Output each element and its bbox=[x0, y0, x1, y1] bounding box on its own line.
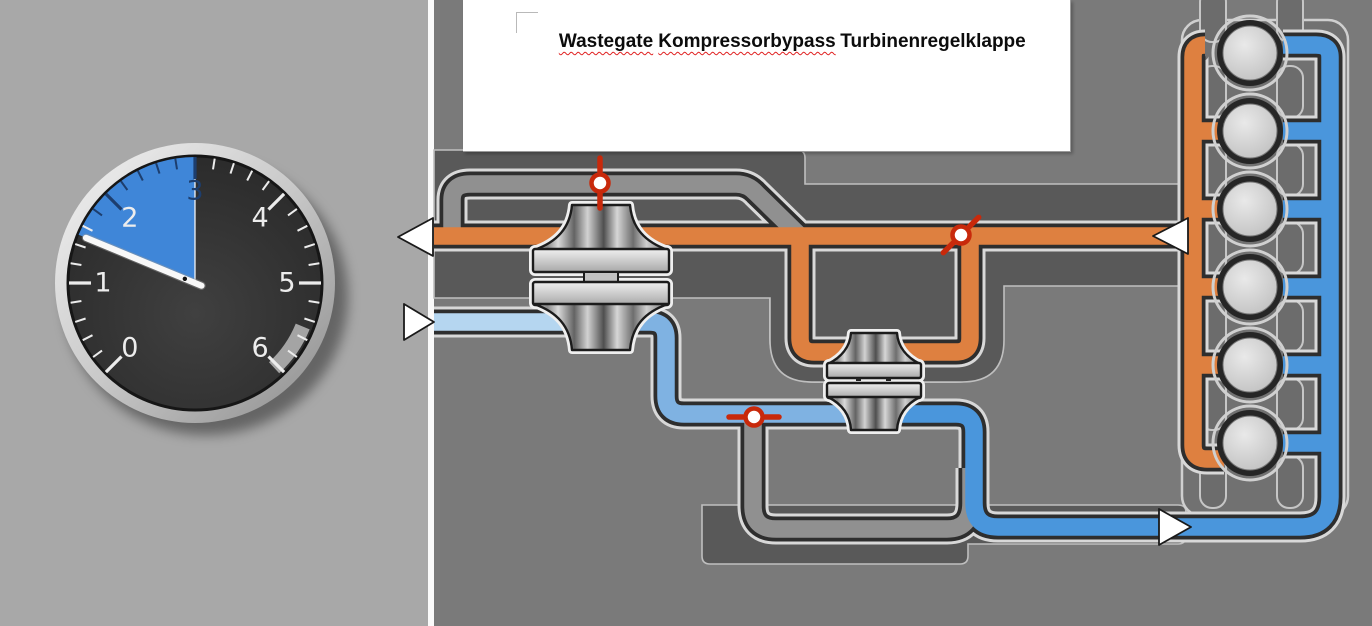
exhaust-from-engine-arrow bbox=[1152, 217, 1189, 255]
hp-compressor-wheel bbox=[532, 302, 670, 352]
gauge-tick-label-5: 5 bbox=[278, 267, 296, 299]
annotation-document bbox=[463, 0, 1071, 152]
panel-divider bbox=[428, 0, 434, 626]
gauge-tick-label-6: 6 bbox=[251, 332, 269, 364]
small-turbocharger bbox=[823, 329, 925, 434]
fresh-air-inlet-arrow bbox=[403, 303, 435, 341]
gauge-tick-label-0: 0 bbox=[121, 332, 139, 364]
gauge-tick-label-3: 3 bbox=[186, 175, 204, 207]
label-kompressorbypass: Kompressorbypass bbox=[658, 31, 836, 52]
gauge-blue-sector bbox=[78, 157, 195, 283]
text-boundary-corner-mark bbox=[516, 12, 538, 33]
label-wastegate: Wastegate bbox=[558, 31, 654, 52]
engine-cylinders bbox=[1211, 14, 1289, 482]
lp-compressor-wheel bbox=[826, 395, 922, 432]
charge-air-to-engine-arrow bbox=[1158, 508, 1192, 546]
gauge-tick-label-1: 1 bbox=[94, 267, 112, 299]
gauge-ticks bbox=[69, 157, 321, 374]
gauge-tick-label-2: 2 bbox=[121, 202, 139, 234]
label-turbinenregelklappe: Turbinenregelklappe bbox=[840, 31, 1026, 52]
exhaust-outlet-arrow bbox=[397, 217, 434, 257]
gauge-needle bbox=[81, 233, 206, 290]
gauge-tick-label-4: 4 bbox=[251, 202, 269, 234]
large-turbocharger bbox=[529, 201, 673, 354]
boost-gauge bbox=[55, 143, 348, 435]
